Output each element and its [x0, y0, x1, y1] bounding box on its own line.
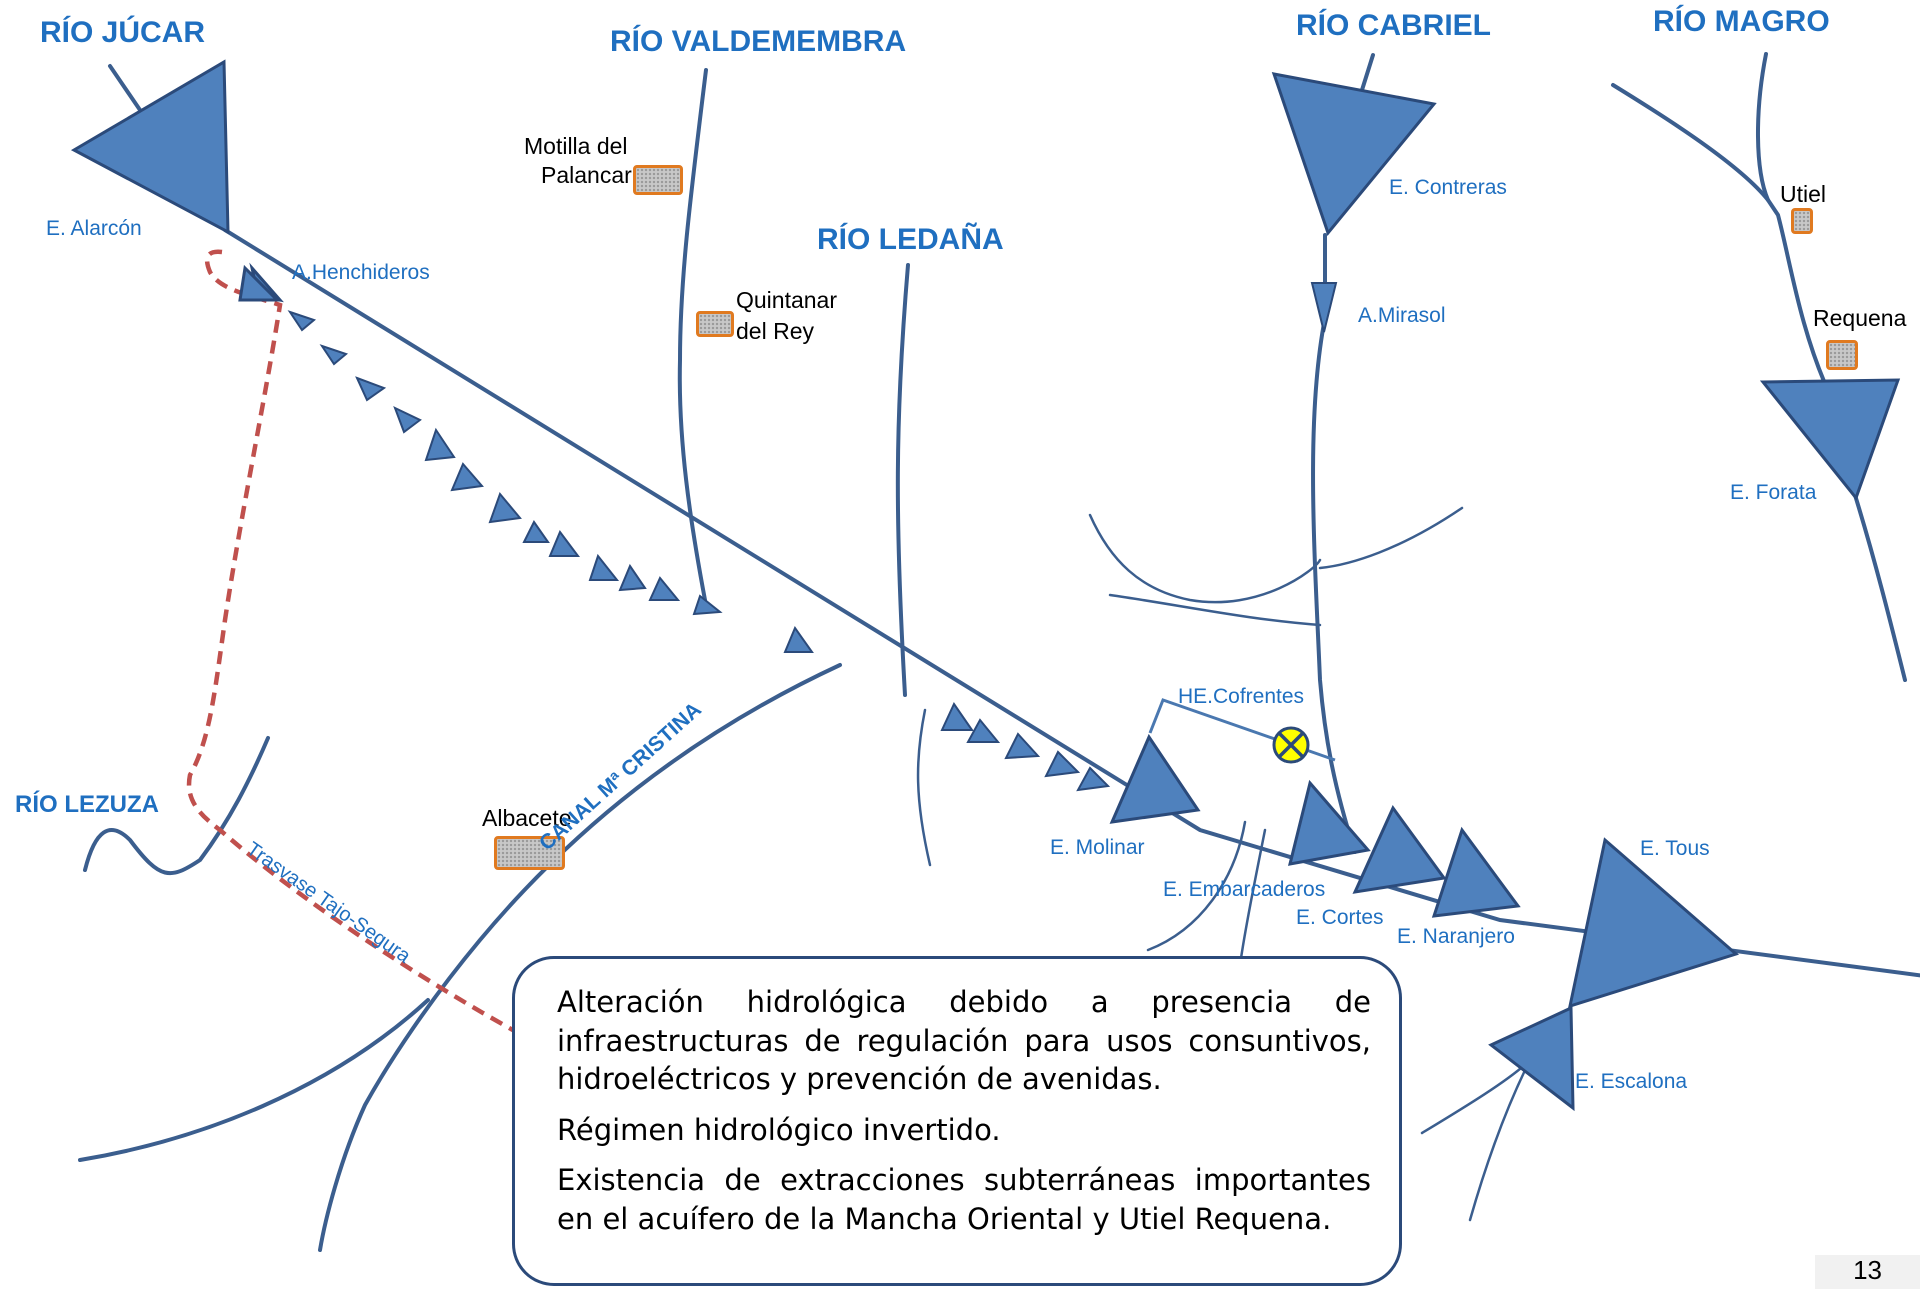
label-tous: E. Tous [1640, 837, 1710, 860]
explanation-note-box: Alteración hidrológica debido a presenci… [512, 956, 1402, 1286]
label-embarcaderos: E. Embarcaderos [1163, 878, 1326, 901]
small-dams [287, 282, 1338, 792]
label-mirasol: A.Mirasol [1358, 304, 1446, 327]
river-label-ledana: RÍO LEDAÑA [817, 223, 1004, 256]
canal-branch-line [78, 998, 430, 1162]
dam-marker [1076, 766, 1111, 792]
river-label-cabriel: RÍO CABRIEL [1296, 9, 1491, 42]
label-contreras: E. Contreras [1389, 176, 1507, 199]
river-label-valdemembra: RÍO VALDEMEMBRA [610, 25, 907, 58]
dam-marker [940, 701, 974, 731]
dam-marker [966, 718, 1001, 743]
dam-marker [588, 553, 620, 581]
note-paragraph-3: Existencia de extracciones subterráneas … [557, 1163, 1371, 1236]
tributary-line [1088, 513, 1322, 604]
dam-marker [548, 530, 580, 557]
label-cofrentes: HE.Cofrentes [1178, 685, 1305, 708]
reservoir-tous [1568, 837, 1740, 1009]
label-cortes: E. Cortes [1296, 906, 1384, 929]
label-alarcon: E. Alarcón [46, 217, 142, 240]
dam-marker [1044, 750, 1081, 778]
dam-marker [1310, 282, 1338, 333]
dam-marker [355, 376, 387, 402]
dam-marker [522, 520, 550, 543]
tributary-line [1238, 828, 1267, 967]
tributary-line [1468, 1058, 1532, 1222]
dam-marker [424, 427, 456, 462]
dam-marker [450, 462, 484, 492]
town-marker-utiel [1791, 208, 1813, 234]
reservoir-escalona [1488, 1005, 1575, 1112]
tributary-line [1146, 820, 1247, 952]
label-naranjero: E. Naranjero [1397, 925, 1515, 948]
town-label-albacete: Albacete [482, 805, 572, 831]
town-label-quintanar-2: del Rey [736, 318, 814, 344]
river-label-lezuza: RÍO LEZUZA [15, 791, 159, 818]
town-marker-requena [1826, 340, 1858, 370]
trasvase-tajo-segura-line [186, 249, 542, 1047]
river-label-magro: RÍO MAGRO [1653, 5, 1830, 38]
dam-marker [692, 594, 723, 616]
reservoir-alarcon [70, 59, 230, 235]
reservoir-embarcaderos [1287, 779, 1371, 866]
town-marker-quintanar [696, 311, 734, 337]
town-marker-albacete [494, 836, 565, 870]
town-label-motilla: Motilla del [524, 133, 628, 159]
town-label-utiel: Utiel [1780, 181, 1827, 207]
note-paragraph-2: Régimen hidrológico invertido. [557, 1112, 1001, 1147]
rio-lezuza-line [83, 736, 270, 876]
dam-marker [648, 576, 681, 601]
dam-marker [319, 344, 349, 366]
rio-magro-line [1755, 52, 1907, 682]
reservoir-forata [1759, 378, 1901, 502]
tributary-line [1611, 83, 1770, 202]
town-label-motilla-2: Palancar [541, 162, 632, 188]
reservoir-contreras [1271, 72, 1437, 237]
hydro-plant-cofrentes-icon [1272, 726, 1310, 764]
reservoir-cortes [1352, 805, 1447, 894]
tributary-line [1318, 506, 1464, 570]
label-escalona: E. Escalona [1575, 1070, 1688, 1093]
note-paragraph-1: Alteración hidrológica debido a presenci… [557, 985, 1371, 1097]
label-forata: E. Forata [1730, 481, 1817, 504]
dam-marker [393, 406, 422, 434]
dam-marker [488, 492, 522, 524]
reservoir-naranjero [1431, 826, 1521, 918]
reservoir-molinar [1109, 733, 1201, 824]
label-henchideros: A.Henchideros [292, 261, 430, 284]
dam-marker [1004, 732, 1041, 760]
canal-maria-cristina-line [318, 663, 842, 1252]
town-label-requena: Requena [1813, 305, 1907, 331]
dam-marker [618, 563, 647, 592]
town-label-quintanar: Quintanar [736, 287, 838, 313]
page-number: 13 [1815, 1255, 1920, 1289]
town-marker-motilla [633, 165, 683, 195]
dam-marker [783, 625, 814, 653]
tributary-line [916, 708, 932, 867]
river-label-jucar: RÍO JÚCAR [40, 16, 206, 49]
rio-valdemembra-line [677, 68, 708, 602]
reservoir-henchideros-2 [238, 264, 281, 302]
dam-marker [287, 310, 317, 332]
tributary-line [1108, 593, 1322, 627]
rio-ledana-line [895, 263, 910, 697]
label-molinar: E. Molinar [1050, 836, 1145, 859]
